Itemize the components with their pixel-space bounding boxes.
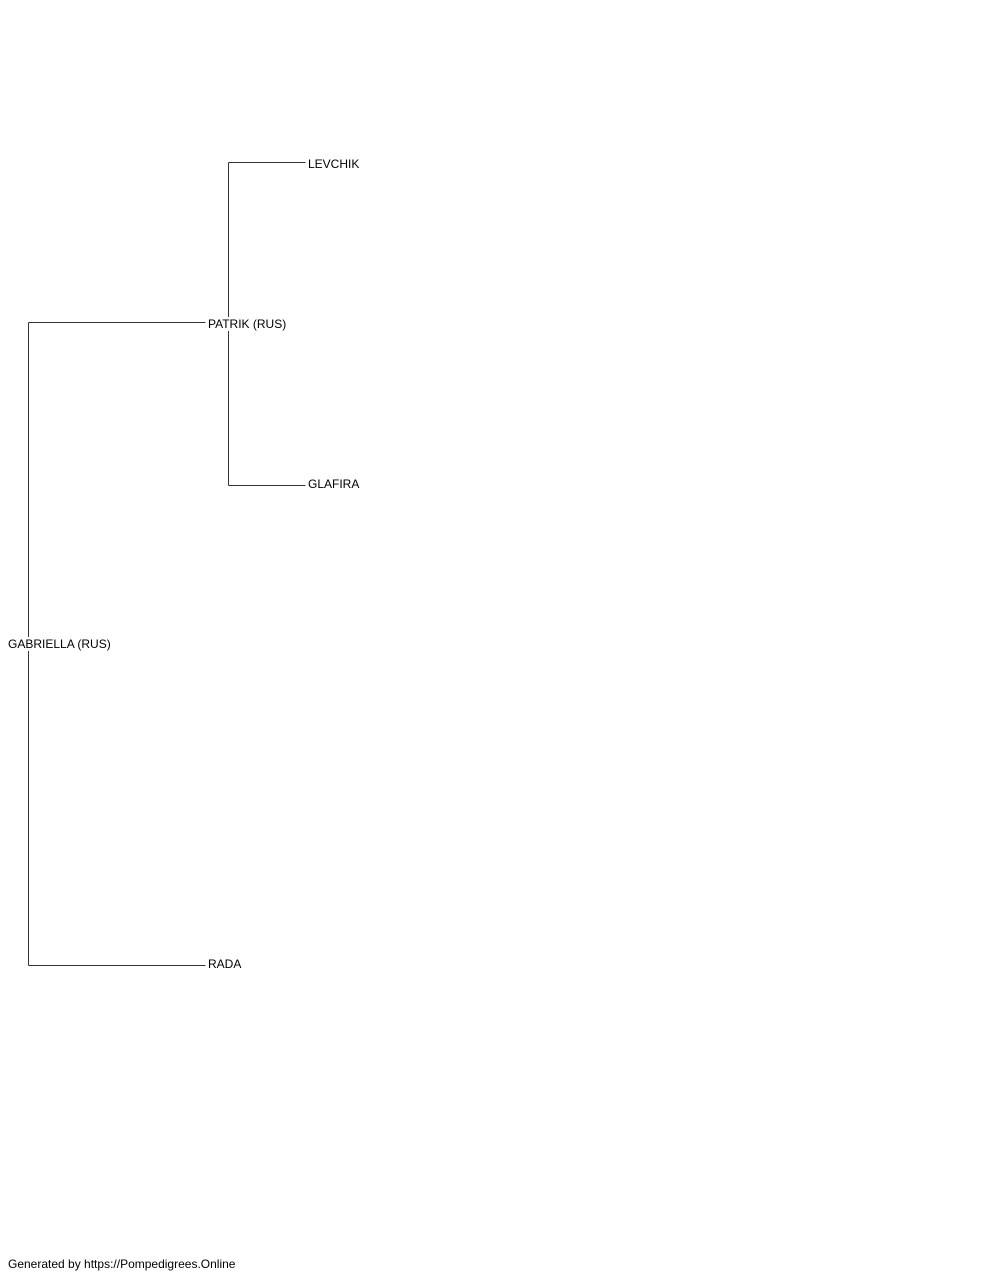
generated-by-footer: Generated by https://Pompedigrees.Online [8, 1257, 236, 1271]
pedigree-sire-name[interactable]: PATRIK (RUS) [208, 317, 288, 331]
pedigree-subject-name[interactable]: GABRIELLA (RUS) [8, 637, 112, 651]
pedigree-sire-sire-name[interactable]: LEVCHIK [308, 157, 361, 171]
pedigree-sire-dam-name[interactable]: GLAFIRA [308, 477, 361, 491]
pedigree-dam-name[interactable]: RADA [208, 957, 243, 971]
